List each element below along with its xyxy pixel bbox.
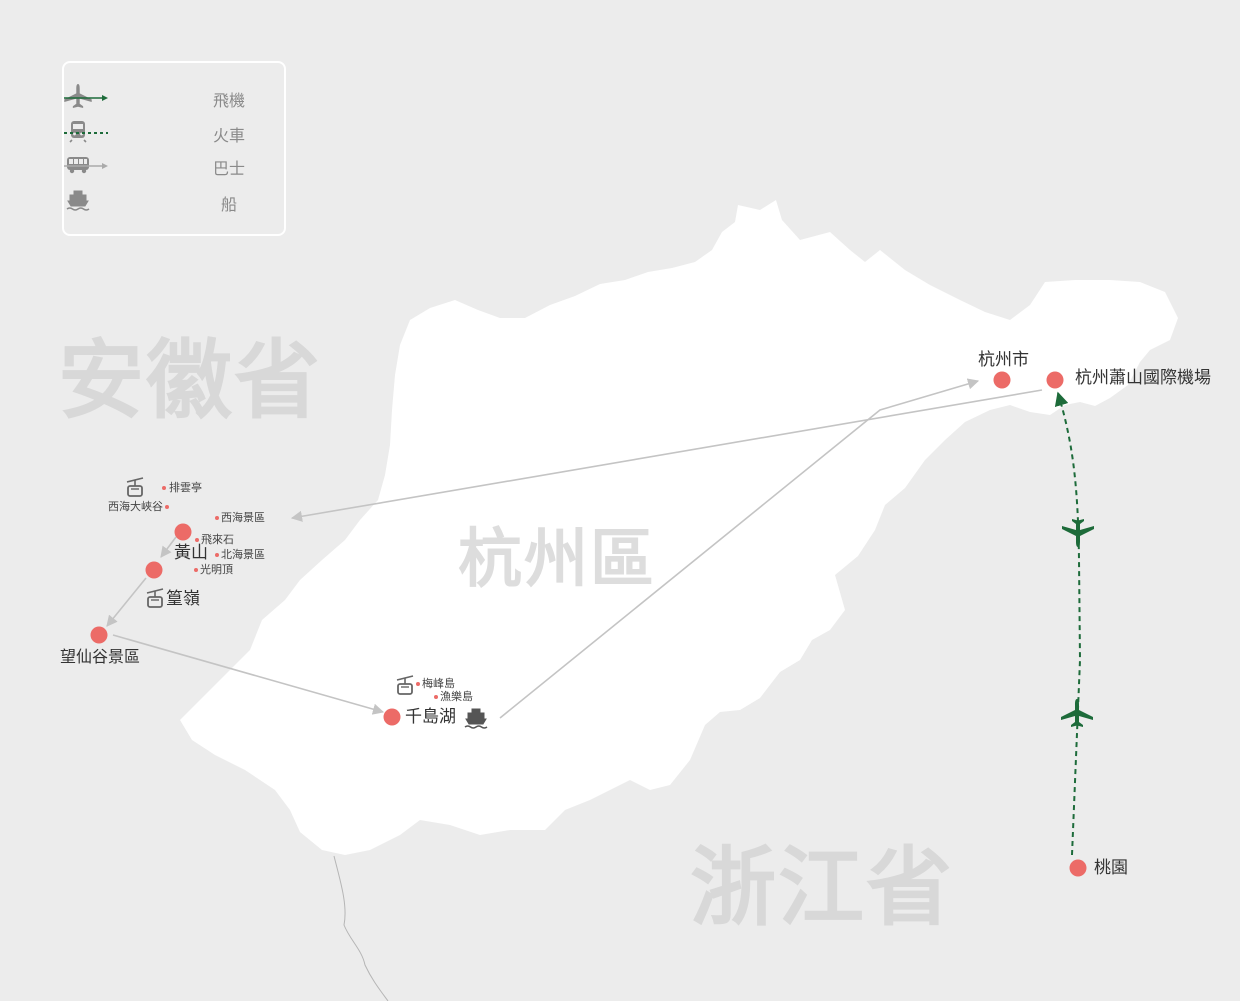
label-meifeng-island: 梅峰島: [422, 677, 455, 690]
marker-huangling[interactable]: [145, 561, 163, 579]
legend-label-ship: 船: [220, 195, 237, 214]
label-feilaishi: 飛來石: [201, 533, 234, 546]
airplane-icon: [1061, 699, 1093, 727]
marker-huangshan[interactable]: [174, 523, 192, 541]
region-anhui: 安徽省: [58, 331, 322, 431]
location-markers: [90, 371, 1087, 877]
scenic-dots: [162, 486, 438, 699]
label-paiyunting: 排雲亭: [169, 481, 202, 494]
legend-row-bus: 巴士: [64, 152, 284, 180]
marker-xiaoshan-airport[interactable]: [1046, 371, 1064, 389]
route-airport-huangshan: [290, 389, 1043, 522]
label-taoyuan: 桃園: [1094, 858, 1128, 878]
cable-car-icon: [146, 588, 164, 608]
marker-taoyuan[interactable]: [1069, 859, 1087, 877]
bus-routes: [106, 378, 1043, 719]
label-yule-island: 漁樂島: [440, 690, 473, 703]
legend-label-train: 火車: [212, 126, 245, 145]
label-xiaoshan-airport: 杭州蕭山國際機場: [1075, 368, 1211, 388]
flight-line-sample: [64, 95, 108, 101]
route-qiandaohu-hangzhou: [499, 378, 980, 719]
label-guangmingding: 光明頂: [200, 563, 233, 576]
marker-hangzhou-city[interactable]: [993, 371, 1011, 389]
legend-label-plane: 飛機: [212, 91, 245, 110]
route-huangshan-huangling: [160, 536, 177, 558]
label-huangshan: 黃山: [174, 543, 208, 563]
region-zhejiang: 浙江省: [690, 838, 954, 938]
label-beihai-area: 北海景區: [221, 548, 265, 561]
label-hangzhou-city: 杭州市: [978, 350, 1029, 370]
airplane-icon: [1062, 519, 1094, 547]
train-icon: [69, 121, 87, 143]
legend-row-ship: 船: [64, 188, 284, 216]
cable-car-icon: [126, 477, 144, 497]
bus-line-sample: [64, 163, 108, 169]
legend-row-train: 火車: [64, 119, 284, 147]
route-huangling-wangxiangu: [106, 577, 147, 627]
bus-icon: [67, 157, 89, 174]
label-wangxiangu: 望仙谷景區: [60, 647, 141, 666]
label-huangling: 篁嶺: [166, 589, 200, 609]
route-wangxiangu-qiandaohu: [112, 634, 385, 715]
label-xihai-canyon: 西海大峽谷: [108, 500, 163, 513]
marker-wangxiangu[interactable]: [90, 626, 108, 644]
legend-row-plane: 飛機: [64, 84, 284, 112]
legend: 飛機 火車: [62, 61, 286, 236]
label-xihai-area: 西海景區: [221, 511, 265, 524]
legend-label-bus: 巴士: [212, 159, 245, 178]
hangzhou-land: [180, 200, 1178, 855]
train-line-sample: [64, 132, 108, 134]
label-qiandaohu: 千島湖: [405, 707, 456, 727]
flight-route: [1054, 391, 1082, 856]
river-line: [333, 855, 389, 1001]
marker-qiandaohu[interactable]: [383, 708, 401, 726]
region-hangzhou-district: 杭州區: [458, 523, 656, 597]
ship-icon: [66, 190, 90, 211]
